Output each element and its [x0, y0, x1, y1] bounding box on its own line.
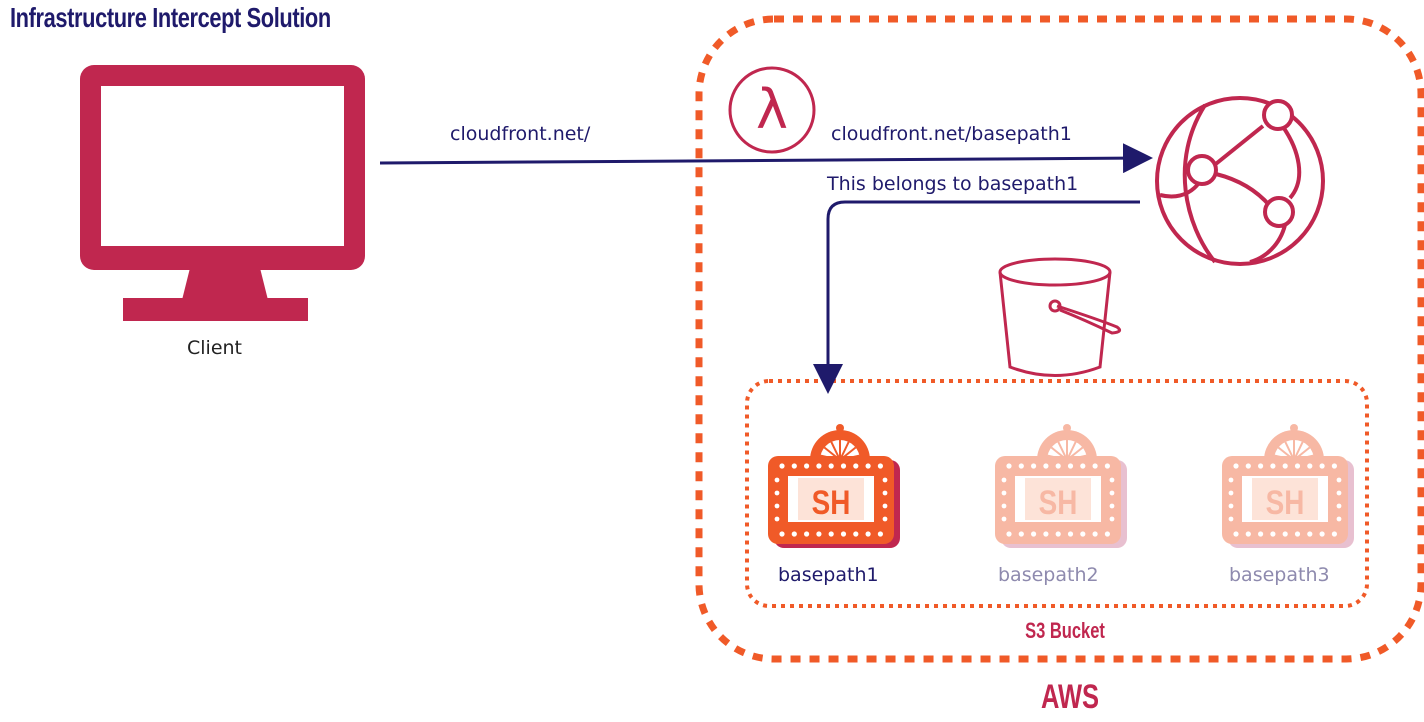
rewritten-path-label: cloudfront.net/basepath1 — [831, 123, 1072, 145]
request-arrow — [379, 143, 1153, 174]
basepath-label: basepath1 — [778, 564, 879, 586]
s3-bucket-label: S3 Bucket — [1025, 618, 1105, 643]
marquee-sign-icon: SH — [768, 424, 900, 548]
page-title: Infrastructure Intercept Solution — [10, 2, 331, 33]
marquee-sign-text: SH — [1266, 483, 1305, 521]
monitor-icon — [80, 65, 365, 321]
client-label: Client — [187, 337, 243, 359]
marquee-sign-icon: SH — [1222, 424, 1354, 548]
s3-bucket-icon — [998, 257, 1122, 377]
aws-label: AWS — [1040, 678, 1100, 716]
s3-bucket-boundary — [745, 379, 1369, 608]
svg-text:λ: λ — [756, 78, 788, 141]
marquee-sign-text: SH — [812, 483, 851, 521]
marquee-sign-text: SH — [1039, 483, 1078, 521]
route-arrow — [813, 200, 1140, 394]
basepath-label: basepath3 — [1229, 564, 1330, 586]
basepath-label: basepath2 — [998, 564, 1099, 586]
lambda-icon: λ — [728, 66, 816, 154]
request-arrow-label: cloudfront.net/ — [450, 123, 591, 145]
marquee-sign-icon: SH — [995, 424, 1127, 548]
aws-boundary — [695, 15, 1424, 663]
cloudfront-icon — [1155, 96, 1325, 266]
route-arrow-label: This belongs to basepath1 — [827, 173, 1079, 195]
